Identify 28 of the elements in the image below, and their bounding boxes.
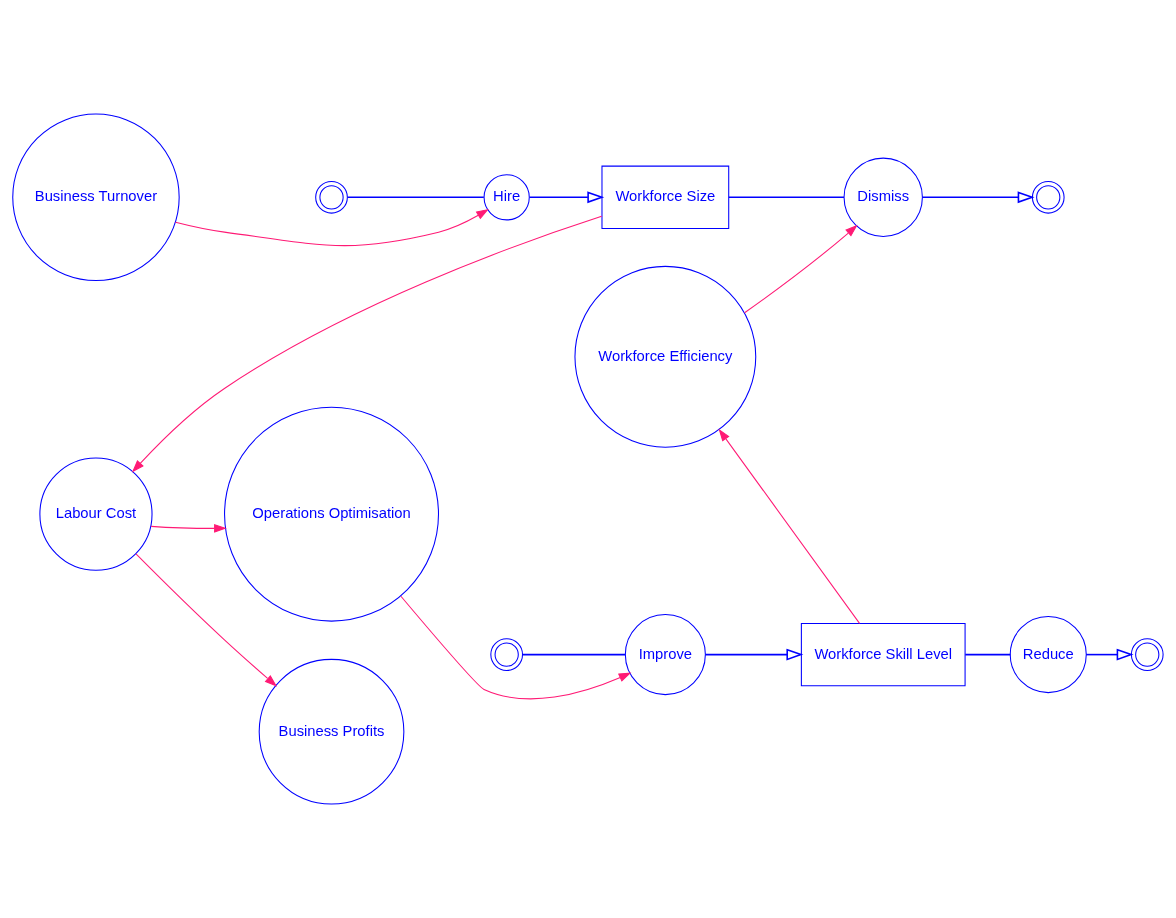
arrow — [400, 595, 632, 700]
arrow — [150, 523, 227, 533]
arrow — [718, 428, 861, 624]
node-cloud — [1130, 638, 1164, 671]
node-circle: Reduce — [1009, 616, 1087, 694]
connector — [346, 196, 485, 199]
arrow — [704, 648, 804, 661]
node-circle: Business Turnover — [12, 113, 180, 282]
node-circle: Hire — [483, 174, 530, 221]
arrow — [528, 191, 605, 204]
node-circle: Business Profits — [258, 658, 405, 805]
arrow — [921, 191, 1035, 204]
arrow — [744, 224, 858, 314]
arrow — [175, 208, 489, 247]
node-circle: Workforce Efficiency — [574, 265, 757, 448]
node-cloud — [490, 638, 524, 671]
node-box: Workforce Size — [601, 165, 730, 229]
connector — [521, 653, 627, 656]
connector — [728, 196, 845, 199]
node-circle: Operations Optimisation — [224, 406, 439, 622]
connector — [964, 653, 1012, 656]
node-cloud — [1031, 180, 1065, 214]
node-cloud — [315, 180, 348, 214]
node-box: Workforce Skill Level — [800, 622, 966, 687]
arrow — [135, 553, 278, 687]
arrow — [1085, 648, 1134, 661]
arrow — [131, 215, 603, 473]
node-circle: Improve — [624, 614, 706, 696]
